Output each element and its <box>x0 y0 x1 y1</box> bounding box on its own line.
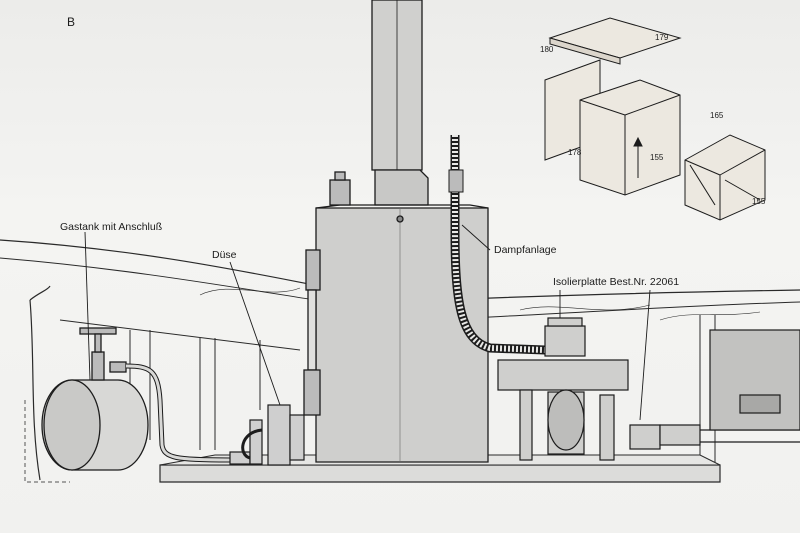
leader-lines <box>84 224 651 421</box>
nozzle <box>229 404 305 466</box>
part-number-165: 165 <box>710 111 724 120</box>
part-number-180: 180 <box>540 45 554 54</box>
steam-pipe <box>448 135 546 355</box>
panel-letter: B <box>67 15 75 29</box>
part-number-179: 179 <box>655 33 669 42</box>
exploded-parts <box>544 17 766 221</box>
dashed-outline <box>24 400 70 483</box>
boiler <box>303 0 489 463</box>
part-number-178: 178 <box>568 148 582 157</box>
label-gas-tank: Gastank mit Anschluß <box>60 221 162 233</box>
part-number-155-arrow: 155 <box>650 153 664 162</box>
label-insulating-plate: Isolierplatte Best.Nr. 22061 <box>553 276 679 288</box>
label-nozzle: Düse <box>212 249 237 261</box>
part-number-labels: 180 179 178 155 165 155 <box>540 33 766 206</box>
gas-tank <box>41 327 231 471</box>
part-number-155-box: 155 <box>752 197 766 206</box>
label-steam-plant: Dampfanlage <box>494 244 557 256</box>
steam-engine <box>497 317 800 461</box>
